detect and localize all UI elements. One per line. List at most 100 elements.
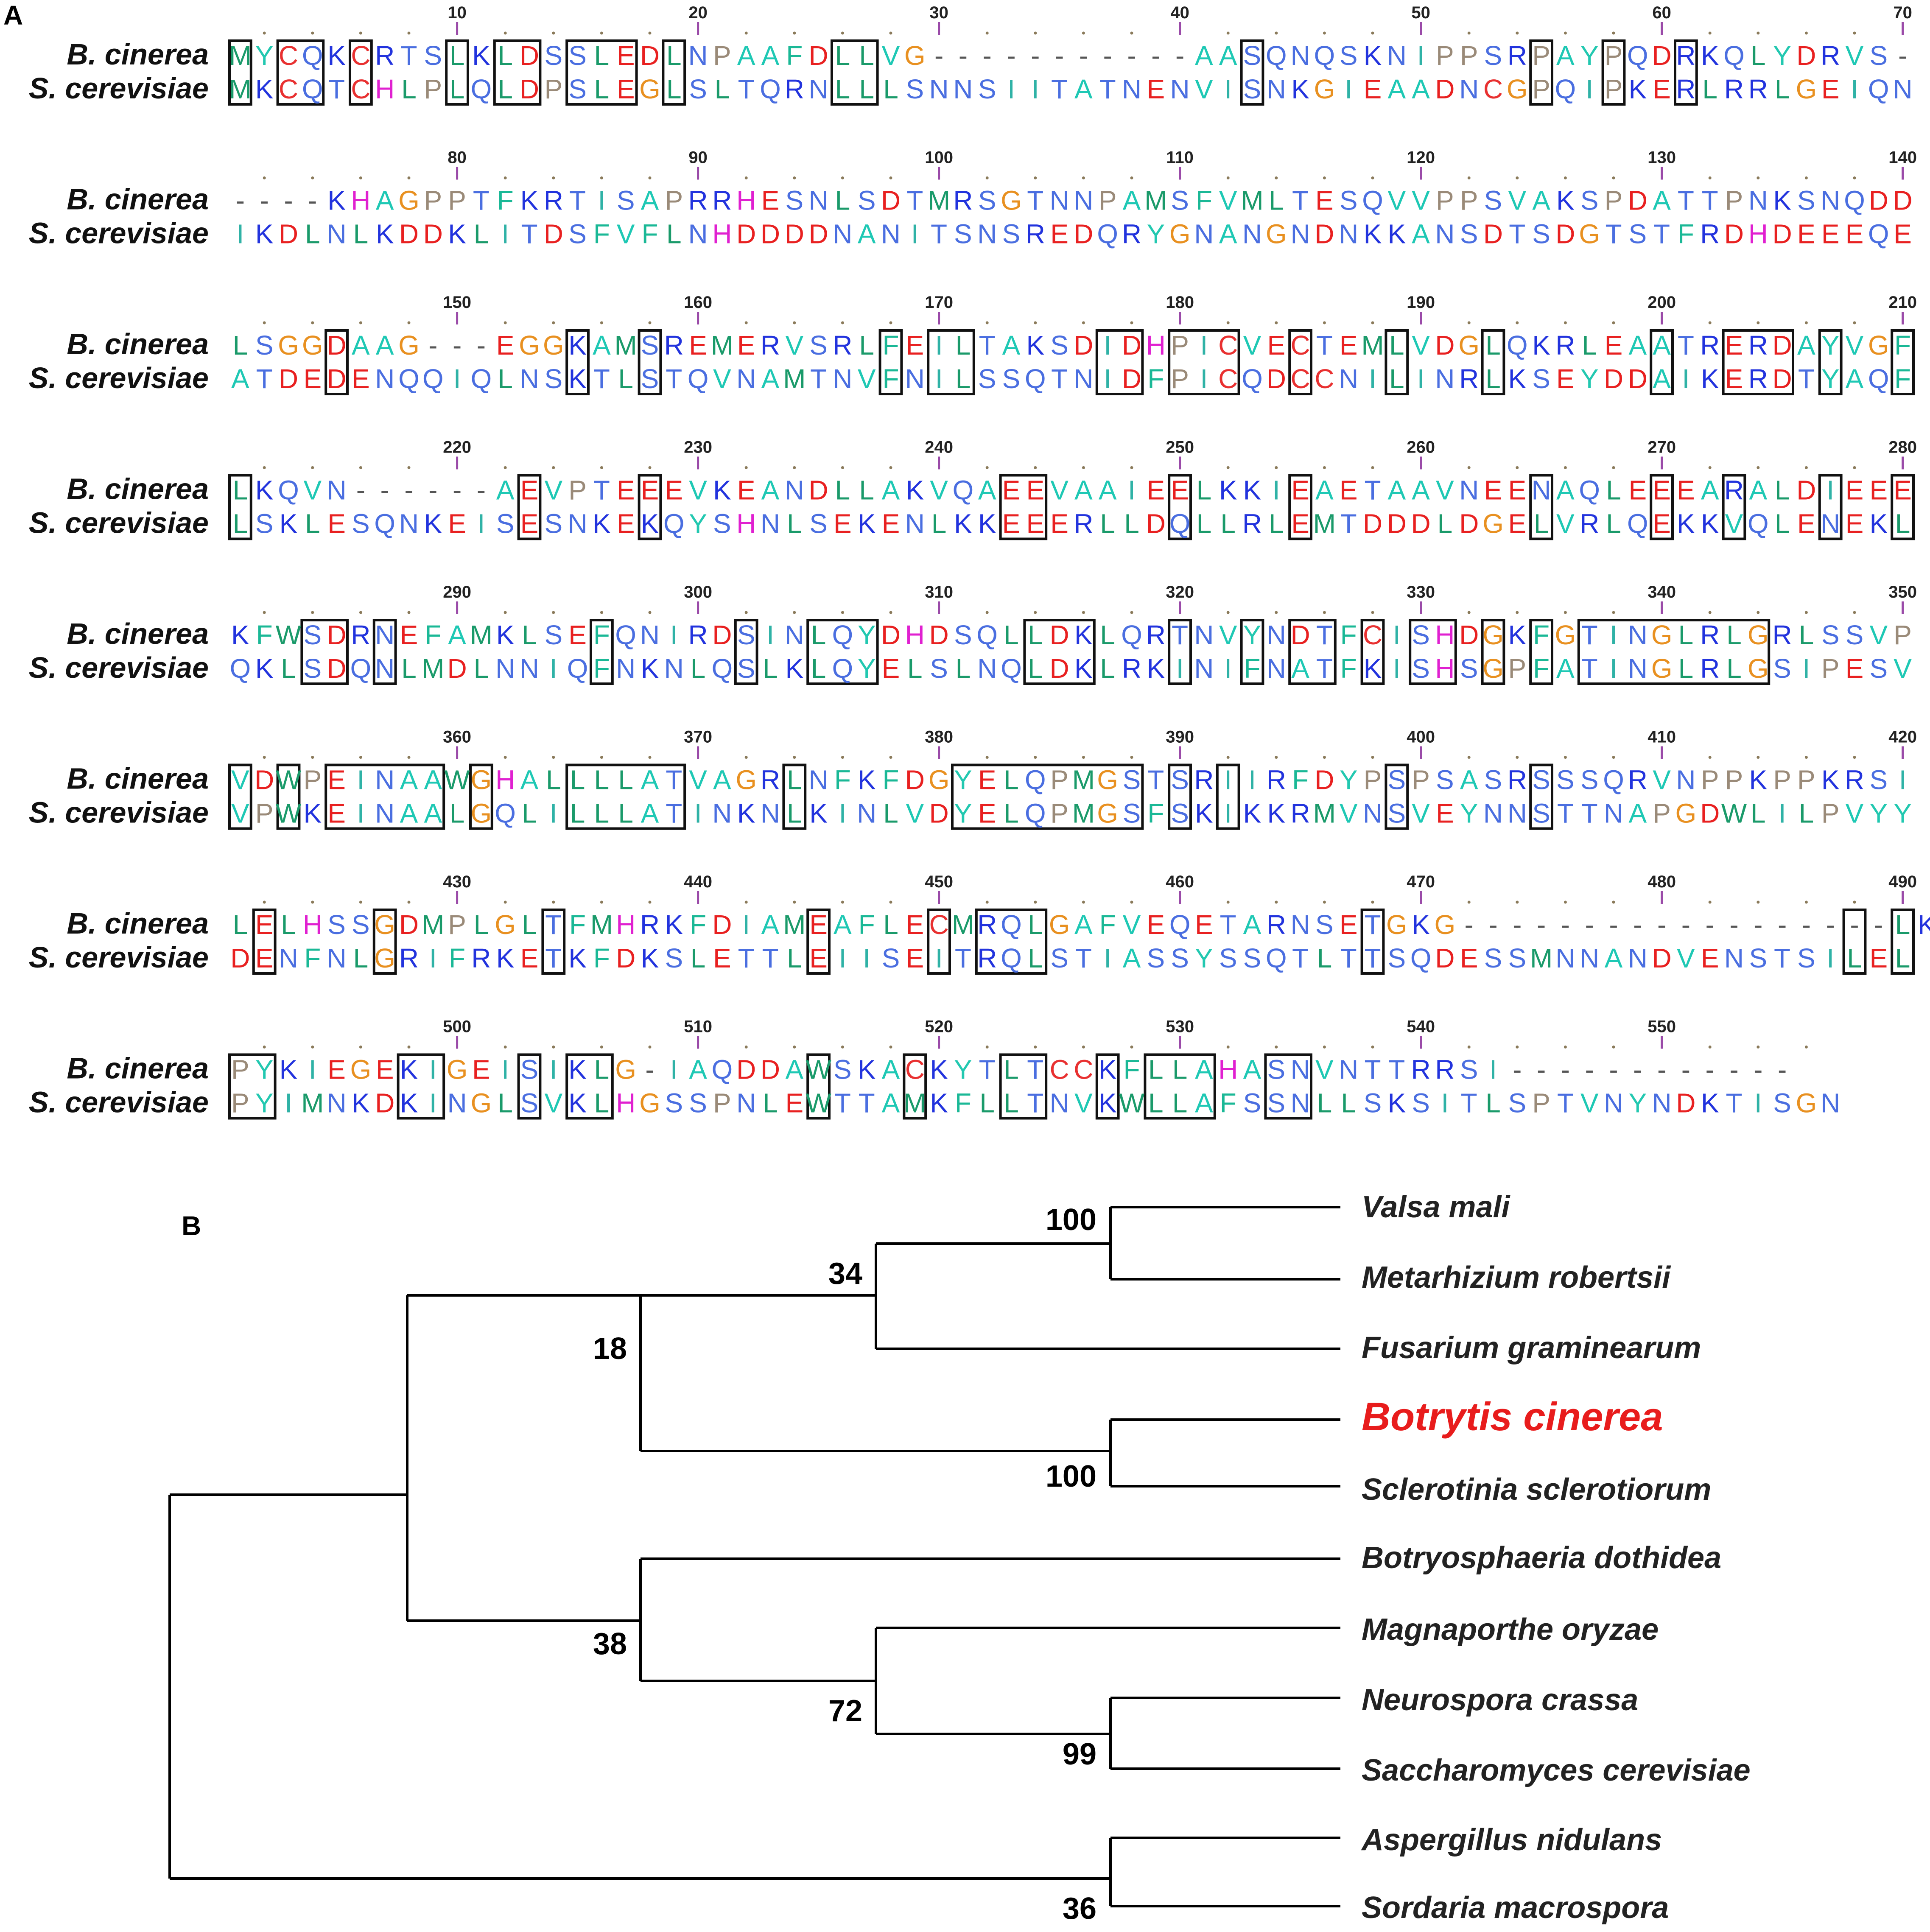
- residue-top: P: [1171, 330, 1189, 361]
- residue-top: Y: [1340, 765, 1358, 795]
- residue-bottom: G: [1169, 219, 1191, 249]
- ruler-dot: [1853, 176, 1856, 179]
- species-label-top: B. cinerea: [67, 183, 209, 216]
- ruler-dot: [311, 611, 314, 614]
- residue-top: A: [1556, 40, 1575, 71]
- ruler-dot: [1708, 321, 1712, 324]
- ruler-dot: [1564, 176, 1567, 179]
- residue-top: H: [736, 185, 756, 216]
- residue-top: G: [374, 909, 395, 940]
- residue-top: N: [1531, 475, 1551, 506]
- residue-top: N: [1267, 620, 1286, 650]
- residue-top: D: [808, 475, 828, 506]
- residue-bottom: Q: [495, 798, 516, 829]
- residue-bottom: Y: [1894, 798, 1912, 829]
- residue-bottom: K: [785, 653, 803, 684]
- residue-top: G: [302, 330, 323, 361]
- residue-top: N: [688, 40, 708, 71]
- residue-top: K: [280, 1054, 298, 1085]
- residue-top: -: [1850, 909, 1859, 940]
- ruler-dot: [1082, 31, 1085, 35]
- bootstrap-bc-ss: 100: [1046, 1459, 1096, 1493]
- residue-bottom: S: [1532, 219, 1550, 249]
- residue-top: T: [1388, 1054, 1405, 1085]
- ruler-number: 280: [1888, 438, 1917, 457]
- ruler-number: 90: [688, 148, 708, 167]
- residue-top: T: [593, 475, 610, 506]
- residue-top: L: [1582, 330, 1597, 361]
- residue-top: D: [520, 40, 539, 71]
- residue-top: Y: [858, 620, 876, 650]
- ruler-dot: [648, 31, 652, 35]
- residue-bottom: D: [1483, 219, 1503, 249]
- residue-top: I: [429, 1054, 437, 1085]
- residue-bottom: F: [593, 653, 610, 684]
- residue-bottom: T: [1653, 219, 1670, 249]
- residue-bottom: C: [1218, 363, 1238, 394]
- residue-bottom: K: [954, 509, 972, 539]
- residue-bottom: Q: [1001, 653, 1022, 684]
- residue-top: A: [1460, 765, 1478, 795]
- residue-bottom: S: [1123, 798, 1141, 829]
- conserved-box: [493, 39, 542, 106]
- residue-top: V: [1315, 1054, 1334, 1085]
- residue-bottom: L: [691, 943, 706, 973]
- residue-bottom: T: [666, 798, 682, 829]
- residue-top: I: [598, 185, 606, 216]
- residue-top: H: [616, 909, 635, 940]
- residue-top: M: [1361, 330, 1384, 361]
- residue-bottom: Q: [1169, 509, 1191, 539]
- residue-top: A: [1315, 475, 1334, 506]
- ruler-number: 110: [1166, 148, 1194, 167]
- residue-top: S: [1050, 330, 1068, 361]
- residue-top: E: [1725, 330, 1743, 361]
- residue-top: L: [474, 909, 489, 940]
- residue-top: V: [1412, 330, 1430, 361]
- residue-top: D: [712, 620, 732, 650]
- residue-bottom: N: [833, 219, 852, 249]
- ruler-dot: [359, 466, 362, 469]
- residue-top: V: [1846, 40, 1864, 71]
- conserved-box: [1095, 1053, 1120, 1120]
- residue-bottom: Q: [1748, 509, 1769, 539]
- residue-bottom: Q: [398, 363, 420, 394]
- residue-top: W: [276, 620, 302, 650]
- species-label-top: B. cinerea: [67, 473, 209, 506]
- residue-bottom: G: [1579, 219, 1600, 249]
- residue-top: Y: [1243, 620, 1261, 650]
- conserved-box: [1577, 619, 1771, 685]
- residue-bottom: A: [641, 798, 659, 829]
- ruler-number: 380: [925, 728, 953, 747]
- conserved-box: [1529, 474, 1553, 540]
- residue-top: A: [1195, 1054, 1213, 1085]
- residue-top: P: [568, 475, 587, 506]
- residue-bottom: Q: [230, 653, 251, 684]
- ruler-dot: [793, 900, 796, 904]
- residue-bottom: K: [737, 798, 755, 829]
- residue-bottom: L: [1606, 509, 1621, 539]
- residue-top: V: [1436, 475, 1454, 506]
- taxon-labels: Valsa mali Metarhizium robertsii Fusariu…: [1361, 1190, 1751, 1925]
- residue-top: N: [1676, 765, 1695, 795]
- residue-bottom: L: [787, 943, 802, 973]
- conserved-box: [878, 329, 903, 395]
- bootstrap-nc-sc: 99: [1063, 1737, 1096, 1771]
- residue-bottom: N: [857, 798, 876, 829]
- residue-top: A: [376, 330, 394, 361]
- residue-top: -: [1007, 40, 1015, 71]
- ruler-number: 180: [1166, 293, 1194, 312]
- residue-top: N: [1459, 475, 1479, 506]
- residue-top: K: [665, 909, 683, 940]
- conserved-box: [1216, 763, 1240, 830]
- ruler-number: 510: [684, 1018, 712, 1036]
- residue-top: G: [447, 1054, 468, 1085]
- residue-top: K: [1412, 909, 1430, 940]
- residue-top: C: [1363, 620, 1382, 650]
- residue-bottom: F: [593, 219, 610, 249]
- residue-bottom: L: [594, 798, 610, 829]
- residue-top: A: [352, 330, 370, 361]
- residue-bottom: N: [736, 1088, 756, 1118]
- residue-top: E: [1484, 475, 1502, 506]
- residue-top: L: [1172, 1054, 1188, 1085]
